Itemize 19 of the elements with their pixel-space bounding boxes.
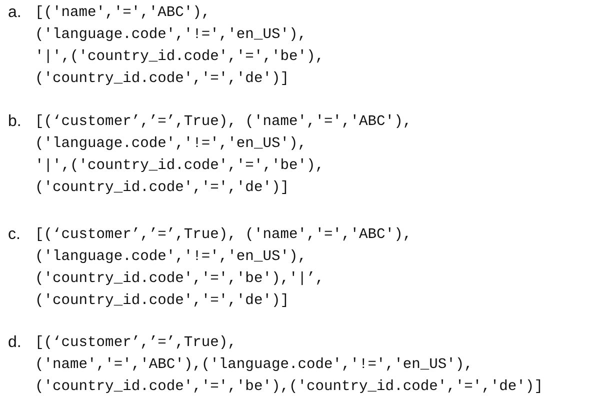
code-line: [('name','=','ABC'),: [35, 4, 210, 22]
code-line: [(‘customer’,’=’,True),: [35, 334, 236, 352]
code-line: ('country_id.code','=','de')]: [35, 292, 289, 310]
option-letter: d.: [8, 334, 22, 352]
code-line: ('language.code','!=','en_US'),: [35, 135, 306, 153]
option-letter: b.: [8, 113, 22, 131]
code-line: '|',('country_id.code','=','be'),: [35, 157, 324, 175]
option-letter: a.: [8, 4, 22, 22]
code-line: [(‘customer’,’=’,True), ('name','=','ABC'),: [35, 226, 412, 244]
code-line: ('language.code','!=','en_US'),: [35, 26, 306, 44]
code-line: ('country_id.code','=','de')]: [35, 70, 289, 88]
code-line: ('language.code','!=','en_US'),: [35, 248, 306, 266]
code-line: ('country_id.code','=','be'),'|’,: [35, 270, 324, 288]
code-line: '|',('country_id.code','=','be'),: [35, 48, 324, 66]
code-line: ('name','=','ABC'),('language.code','!=','en_US'),: [35, 356, 473, 374]
option-letter: c.: [8, 226, 20, 244]
code-line: ('country_id.code','=','be'),('country_id.code','=','de')]: [35, 378, 543, 396]
code-line: [(‘customer’,’=’,True), ('name','=','ABC'),: [35, 113, 412, 131]
code-line: ('country_id.code','=','de')]: [35, 179, 289, 197]
